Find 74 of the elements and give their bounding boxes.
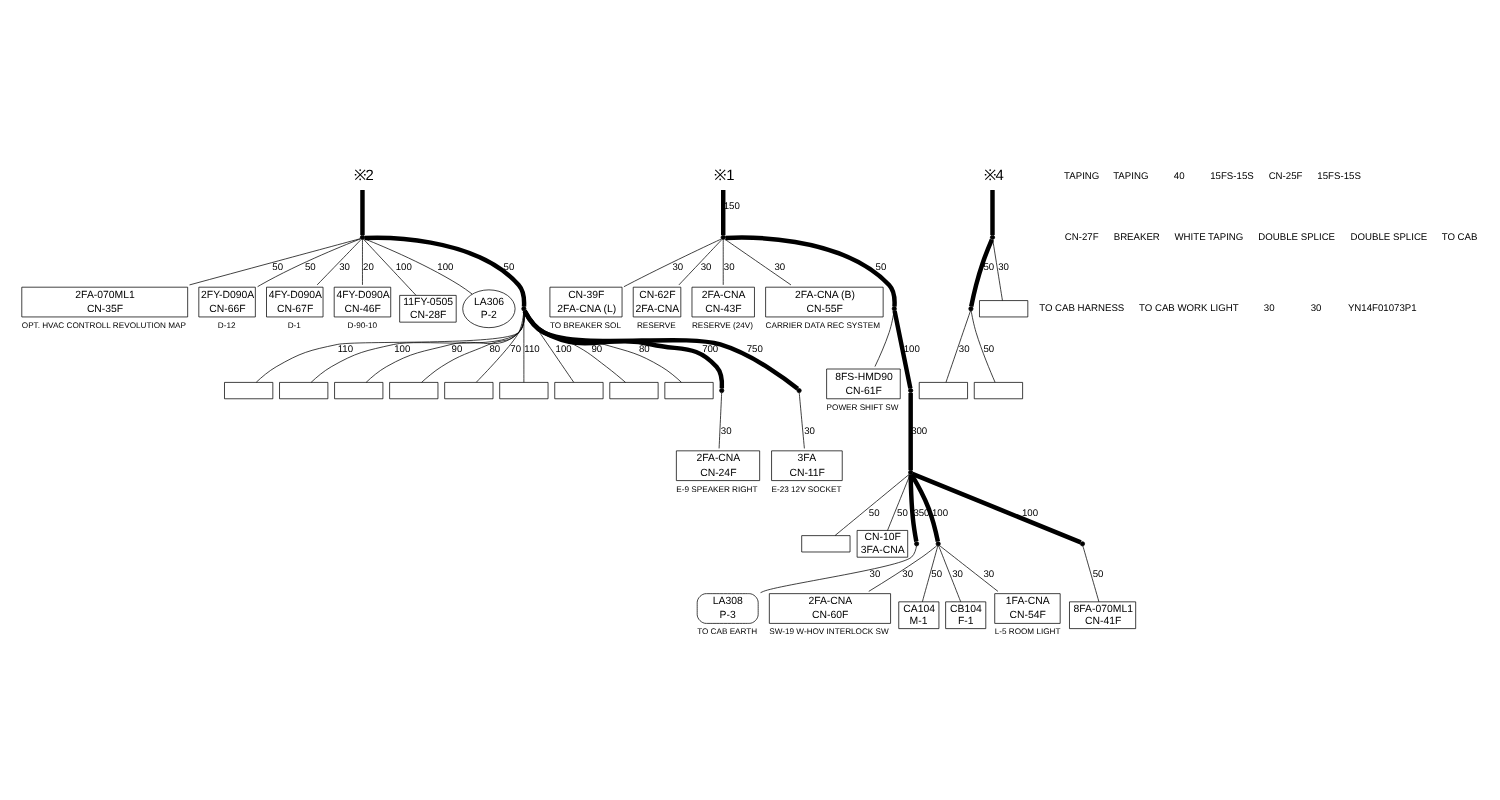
connector: [725, 234, 897, 306]
connector: [362, 238, 363, 285]
connector: [365, 309, 525, 382]
connector: [364, 234, 527, 306]
connector: [909, 472, 941, 541]
connector: [938, 544, 962, 602]
connector: [524, 309, 575, 382]
node-box: [499, 381, 549, 399]
node-dot: [968, 305, 974, 311]
connector: [475, 309, 525, 382]
connector: [363, 237, 417, 295]
node-dot: [990, 233, 995, 239]
node-dot: [914, 540, 920, 546]
connector: [921, 544, 939, 602]
node-dot: [935, 540, 941, 546]
connector: [524, 309, 682, 382]
node-box: [444, 381, 494, 399]
connector: [992, 238, 1003, 300]
connector: [623, 237, 722, 287]
node-box: [334, 381, 384, 399]
connector: [939, 544, 999, 591]
connector: [798, 391, 805, 448]
connector: [363, 237, 473, 294]
connector: [678, 237, 723, 285]
node-text: ※4: [983, 165, 1004, 184]
connector: [721, 189, 726, 234]
node-dot: [908, 387, 914, 393]
connector: [969, 237, 994, 306]
connector: [908, 392, 913, 470]
connector: [834, 473, 910, 535]
node-dot: [1080, 540, 1085, 546]
node-box: [801, 534, 851, 552]
node-text: ※2: [353, 165, 374, 184]
node-dot: [720, 233, 726, 239]
connector: [945, 309, 971, 382]
node-dot: [719, 387, 725, 393]
connector: [760, 544, 917, 593]
node-box: [609, 381, 659, 399]
connector: [892, 309, 913, 388]
node-box: [918, 381, 968, 399]
connector: [522, 308, 725, 388]
node-box: [279, 381, 329, 399]
connector: [523, 309, 525, 382]
node-text: ※1: [714, 165, 735, 184]
connector: [316, 237, 362, 285]
node-dot: [908, 468, 914, 474]
connector: [887, 473, 911, 530]
node-box: [554, 381, 604, 399]
connector: [421, 309, 525, 382]
node-box: [389, 381, 439, 399]
connector: [970, 309, 996, 382]
connector: [310, 309, 525, 382]
connector: [722, 238, 724, 285]
connector: [911, 470, 1082, 544]
node-dot: [521, 305, 527, 311]
connector: [868, 544, 938, 591]
connector: [524, 309, 626, 382]
node-dot: [359, 233, 365, 239]
connector: [522, 308, 800, 390]
connector: [255, 309, 525, 382]
node-box: [973, 381, 1023, 399]
node-box: [664, 381, 714, 399]
connector: [908, 473, 919, 541]
connector: [1082, 544, 1100, 602]
connector: [360, 189, 365, 234]
connector: [718, 391, 723, 448]
node-box: [224, 381, 274, 399]
node-dot: [796, 387, 802, 393]
connector: [990, 189, 995, 234]
node-dot: [891, 305, 897, 311]
connector: [724, 237, 792, 285]
connector: [257, 237, 362, 287]
node-box: [979, 299, 1029, 317]
connector: [189, 237, 361, 285]
